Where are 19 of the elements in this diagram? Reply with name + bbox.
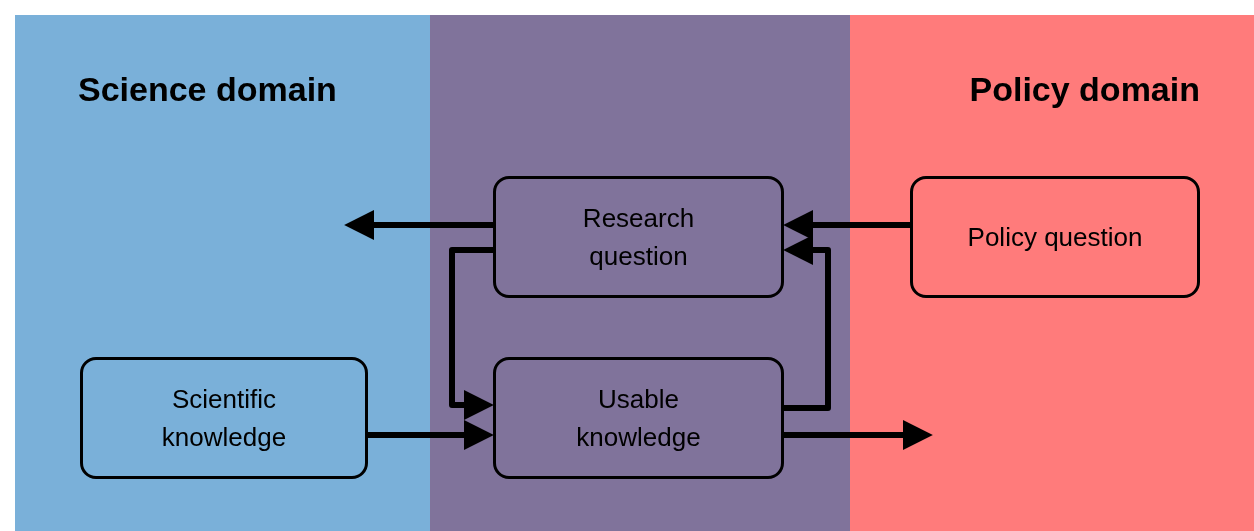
box-label: Policy question [967,221,1143,254]
domain-heading: Policy domain [969,70,1200,109]
arrow [368,420,494,450]
domain-band [430,15,850,531]
arrow [449,247,494,420]
process-box [493,357,784,479]
arrow [783,235,831,411]
domain-heading: Science domain [78,70,337,109]
process-box [80,357,368,479]
process-box [493,176,784,298]
arrow [783,210,910,240]
domain-band [850,15,1254,531]
domain-band [15,15,430,531]
box-label: Scientific knowledge [160,383,288,454]
box-label: Usable knowledge [575,383,702,454]
arrow [784,420,933,450]
process-box [910,176,1200,298]
box-label: Research question [581,202,696,273]
arrow [344,210,493,240]
